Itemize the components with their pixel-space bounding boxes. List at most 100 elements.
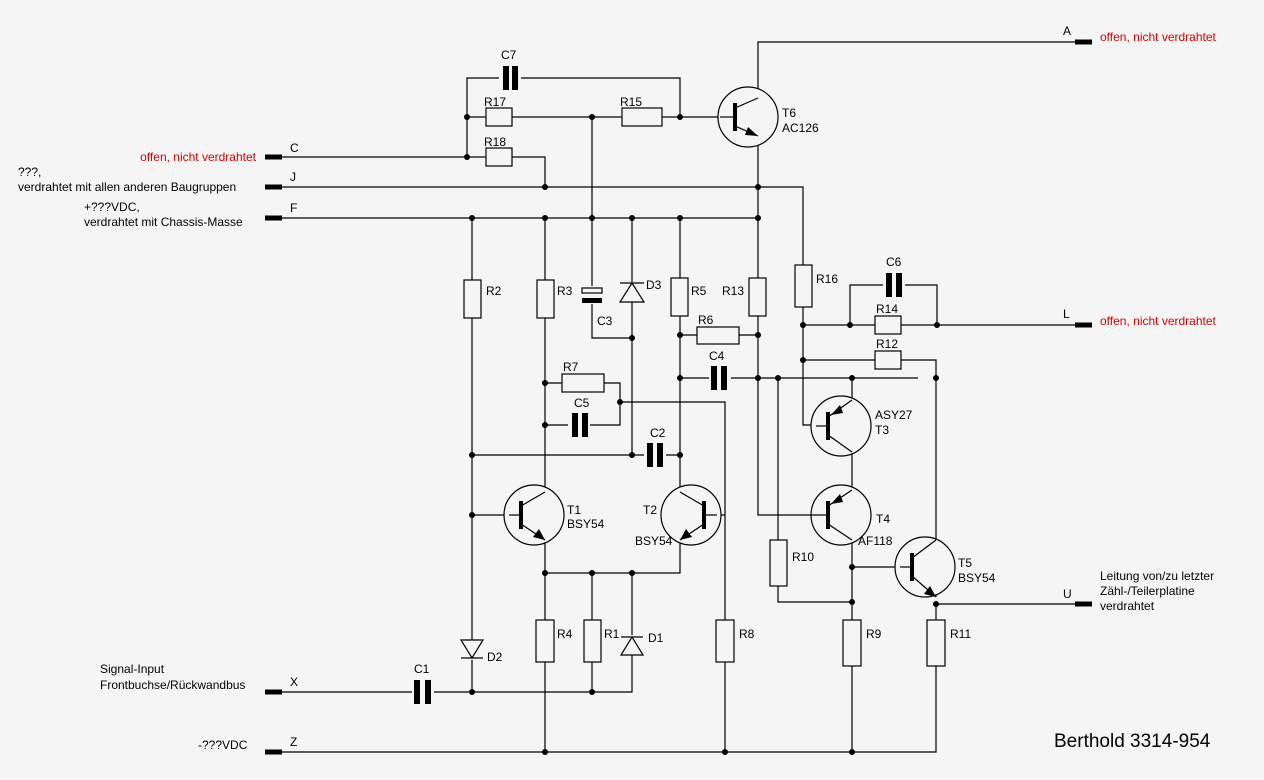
- resistor-r16: [794, 264, 813, 308]
- terminal-letter-j: J: [290, 170, 296, 184]
- terminal-letter-x: X: [290, 675, 298, 689]
- capacitor-c5: [572, 413, 588, 437]
- transistor-t1: [503, 484, 565, 546]
- capacitor-c6: [886, 273, 902, 297]
- resistor-r10: [769, 539, 788, 587]
- label-t3-type: ASY27: [875, 408, 913, 422]
- label-t1-type: BSY54: [567, 517, 605, 531]
- label-r13: R13: [722, 284, 744, 298]
- resistor-r2: [463, 279, 482, 319]
- resistor-r4: [535, 619, 555, 663]
- transistor-t4: [800, 484, 872, 546]
- transistor-t2: [660, 484, 722, 546]
- label-r18: R18: [484, 135, 506, 149]
- label-c5: C5: [574, 396, 590, 410]
- label-t5-type: BSY54: [958, 571, 996, 585]
- terminal-letter-z: Z: [290, 735, 297, 749]
- terminal-note-j-1: ???,: [18, 165, 41, 179]
- label-r2: R2: [486, 284, 502, 298]
- diode-d1: [619, 635, 645, 656]
- label-t5-ref: T5: [958, 556, 972, 570]
- label-r4: R4: [557, 627, 573, 641]
- resistor-r9: [842, 619, 862, 667]
- label-c2: C2: [650, 426, 666, 440]
- capacitor-c3: [581, 287, 603, 303]
- label-t2-ref: T2: [643, 503, 657, 517]
- wires: [275, 41, 1082, 753]
- label-c6: C6: [886, 255, 902, 269]
- terminal-letter-u: U: [1063, 587, 1072, 601]
- label-r15: R15: [620, 95, 642, 109]
- diode-d2: [459, 639, 485, 660]
- resistor-r1: [583, 619, 602, 663]
- resistor-r15: [621, 107, 663, 127]
- label-r14: R14: [876, 302, 898, 316]
- terminal-labels: A offen, nicht verdrahtet C offen, nicht…: [18, 24, 1217, 752]
- terminal-pins: [265, 39, 1092, 755]
- label-c4: C4: [709, 349, 725, 363]
- terminal-letter-l: L: [1063, 307, 1070, 321]
- resistor-r17: [485, 107, 513, 127]
- label-r1: R1: [604, 627, 620, 641]
- label-r10: R10: [792, 550, 814, 564]
- label-r16: R16: [816, 272, 838, 286]
- label-d2: D2: [487, 650, 503, 664]
- component-labels: R17 R15 R18 C7 R2 R3 C3 D3 R5 R13 R16 C6…: [414, 48, 996, 676]
- terminal-note-f-1: +???VDC,: [84, 200, 140, 214]
- capacitors: [414, 66, 902, 704]
- label-t6-ref: T6: [782, 106, 796, 120]
- label-r17: R17: [484, 95, 506, 109]
- terminal-note-f-2: verdrahtet mit Chassis-Masse: [84, 215, 243, 229]
- junctions: [464, 114, 940, 755]
- resistor-r14: [874, 315, 902, 335]
- label-r6: R6: [698, 313, 714, 327]
- label-c3: C3: [597, 314, 613, 328]
- diodes: [459, 281, 646, 660]
- capacitor-c7: [503, 66, 518, 90]
- terminal-note-x-1: Signal-Input: [100, 662, 165, 676]
- label-d3: D3: [646, 278, 662, 292]
- terminal-note-c: offen, nicht verdrahtet: [140, 150, 257, 164]
- resistor-r8: [715, 619, 735, 663]
- transistor-t3: [810, 395, 872, 457]
- label-t4-ref: T4: [876, 512, 890, 526]
- schematic-title: Berthold 3314-954: [1054, 731, 1211, 752]
- terminal-note-l: offen, nicht verdrahtet: [1100, 314, 1217, 328]
- transistor-t5: [894, 536, 956, 598]
- resistor-r18: [485, 147, 513, 167]
- terminal-note-u-2: Zähl-/Teilerplatine: [1100, 584, 1195, 598]
- transistor-t6: [717, 86, 779, 148]
- label-t6-type: AC126: [782, 121, 819, 135]
- terminal-note-u-1: Leitung von/zu letzter: [1100, 569, 1214, 583]
- resistor-r6: [696, 326, 740, 345]
- capacitor-c1: [414, 680, 431, 704]
- label-r9: R9: [866, 627, 882, 641]
- resistor-r12: [874, 350, 902, 370]
- label-t2-type: BSY54: [635, 534, 673, 548]
- terminal-note-j-2: verdrahtet mit allen anderen Baugruppen: [18, 180, 236, 194]
- label-t1-ref: T1: [567, 503, 581, 517]
- label-r11: R11: [950, 627, 971, 641]
- label-t4-type: AF118: [858, 534, 893, 548]
- label-c1: C1: [414, 662, 430, 676]
- resistor-r11: [926, 619, 946, 667]
- terminal-note-x-2: Frontbuchse/Rückwandbus: [100, 678, 245, 692]
- label-r5: R5: [691, 284, 707, 298]
- resistor-r13: [748, 277, 767, 317]
- label-c7: C7: [501, 48, 517, 62]
- capacitor-c4: [711, 366, 727, 390]
- label-t3-ref: T3: [875, 423, 889, 437]
- label-d1: D1: [648, 631, 664, 645]
- terminal-letter-f: F: [290, 201, 297, 215]
- terminal-note-z: -???VDC: [198, 738, 248, 752]
- terminal-note-a: offen, nicht verdrahtet: [1100, 30, 1217, 44]
- resistor-r5: [670, 277, 689, 317]
- resistor-r3: [536, 279, 555, 319]
- label-r8: R8: [739, 627, 755, 641]
- terminal-letter-c: C: [290, 141, 299, 155]
- capacitor-c2: [647, 443, 663, 467]
- diode-d3: [618, 281, 646, 303]
- label-r3: R3: [557, 284, 573, 298]
